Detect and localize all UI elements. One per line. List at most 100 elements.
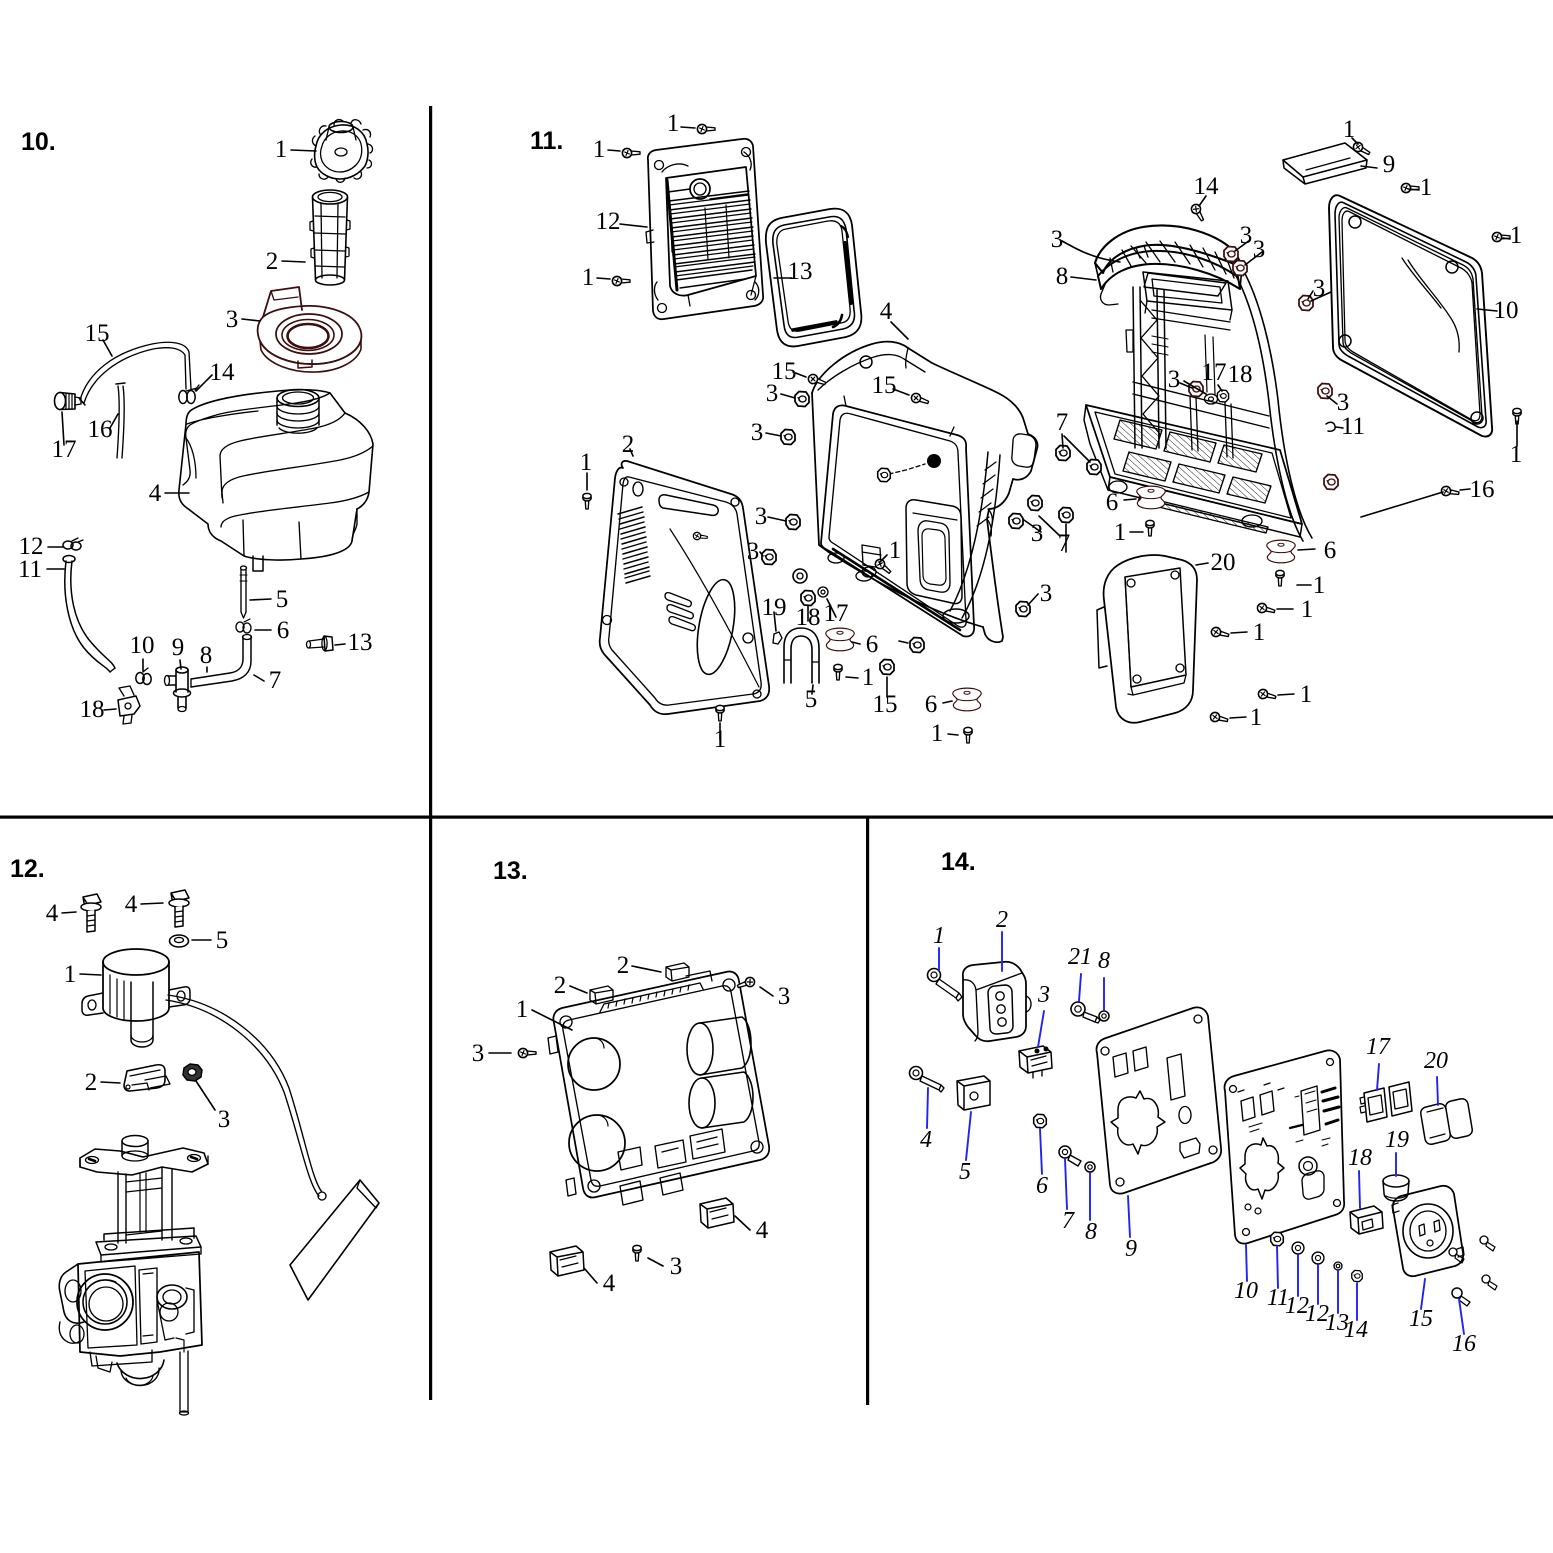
svg-text:1: 1 bbox=[1300, 681, 1313, 708]
svg-text:12: 12 bbox=[1305, 1301, 1329, 1327]
svg-text:5: 5 bbox=[959, 1159, 971, 1185]
svg-text:6: 6 bbox=[1036, 1173, 1048, 1199]
svg-text:13: 13 bbox=[1325, 1310, 1349, 1336]
svg-text:1: 1 bbox=[889, 537, 902, 564]
svg-text:1: 1 bbox=[933, 923, 945, 949]
svg-text:4: 4 bbox=[756, 1217, 769, 1244]
svg-text:3: 3 bbox=[218, 1106, 231, 1133]
svg-text:12.: 12. bbox=[10, 855, 45, 883]
svg-text:10: 10 bbox=[1494, 297, 1519, 324]
svg-text:15: 15 bbox=[772, 358, 797, 385]
svg-text:20: 20 bbox=[1424, 1048, 1448, 1074]
svg-text:14: 14 bbox=[1344, 1317, 1368, 1343]
svg-text:2: 2 bbox=[554, 972, 567, 999]
svg-text:4: 4 bbox=[125, 891, 138, 918]
svg-text:10: 10 bbox=[130, 632, 155, 659]
svg-text:5: 5 bbox=[276, 586, 289, 613]
svg-text:8: 8 bbox=[1098, 948, 1110, 974]
svg-text:11: 11 bbox=[1267, 1285, 1289, 1311]
svg-text:20: 20 bbox=[1211, 549, 1236, 576]
svg-text:1: 1 bbox=[582, 264, 595, 291]
svg-text:18: 18 bbox=[796, 604, 821, 631]
svg-text:9: 9 bbox=[1383, 151, 1396, 178]
svg-text:1: 1 bbox=[667, 110, 680, 137]
svg-text:1: 1 bbox=[1343, 116, 1356, 143]
svg-text:1: 1 bbox=[1510, 441, 1523, 468]
svg-text:3: 3 bbox=[747, 538, 760, 565]
svg-text:16: 16 bbox=[1470, 476, 1495, 503]
svg-text:11: 11 bbox=[18, 556, 42, 583]
svg-text:3: 3 bbox=[1168, 366, 1181, 393]
svg-text:17: 17 bbox=[824, 600, 849, 627]
svg-text:3: 3 bbox=[755, 503, 768, 530]
svg-text:4: 4 bbox=[920, 1127, 932, 1153]
svg-text:6: 6 bbox=[925, 691, 938, 718]
svg-text:18: 18 bbox=[1348, 1145, 1372, 1171]
svg-text:13.: 13. bbox=[493, 857, 528, 885]
svg-text:15: 15 bbox=[872, 372, 897, 399]
svg-text:2: 2 bbox=[266, 248, 279, 275]
svg-text:3: 3 bbox=[1031, 520, 1044, 547]
svg-text:15: 15 bbox=[873, 691, 898, 718]
svg-text:14: 14 bbox=[1194, 173, 1220, 200]
svg-text:3: 3 bbox=[1337, 389, 1350, 416]
svg-text:21: 21 bbox=[1068, 944, 1092, 970]
svg-text:5: 5 bbox=[216, 927, 229, 954]
svg-text:5: 5 bbox=[805, 686, 818, 713]
svg-text:1: 1 bbox=[1253, 619, 1266, 646]
svg-text:10: 10 bbox=[1234, 1278, 1258, 1304]
svg-text:12: 12 bbox=[19, 533, 44, 560]
svg-text:8: 8 bbox=[1085, 1219, 1097, 1245]
svg-text:6: 6 bbox=[277, 617, 290, 644]
svg-text:9: 9 bbox=[1125, 1236, 1137, 1262]
svg-text:14.: 14. bbox=[941, 848, 976, 876]
svg-text:4: 4 bbox=[46, 900, 59, 927]
svg-text:11: 11 bbox=[1341, 413, 1365, 440]
svg-text:3: 3 bbox=[1240, 222, 1253, 249]
svg-text:3: 3 bbox=[1253, 236, 1266, 263]
svg-text:1: 1 bbox=[862, 664, 875, 691]
svg-text:3: 3 bbox=[1313, 275, 1326, 302]
svg-text:17: 17 bbox=[1366, 1034, 1391, 1060]
svg-text:8: 8 bbox=[1056, 263, 1069, 290]
svg-text:1: 1 bbox=[714, 726, 727, 753]
svg-text:4: 4 bbox=[149, 480, 162, 507]
svg-text:4: 4 bbox=[880, 298, 893, 325]
svg-text:3: 3 bbox=[472, 1040, 485, 1067]
svg-text:12: 12 bbox=[596, 208, 621, 235]
svg-text:18: 18 bbox=[80, 696, 105, 723]
svg-text:3: 3 bbox=[670, 1253, 683, 1280]
svg-text:13: 13 bbox=[788, 258, 813, 285]
svg-text:16: 16 bbox=[88, 416, 113, 443]
svg-text:1: 1 bbox=[1250, 704, 1263, 731]
svg-text:3: 3 bbox=[226, 306, 239, 333]
svg-text:3: 3 bbox=[1040, 580, 1053, 607]
svg-text:11.: 11. bbox=[530, 127, 563, 155]
svg-text:2: 2 bbox=[617, 952, 630, 979]
svg-text:15: 15 bbox=[85, 320, 110, 347]
svg-text:3: 3 bbox=[1051, 226, 1064, 253]
svg-text:14: 14 bbox=[210, 359, 236, 386]
svg-text:1: 1 bbox=[593, 136, 606, 163]
svg-text:18: 18 bbox=[1228, 361, 1253, 388]
svg-text:2: 2 bbox=[85, 1069, 98, 1096]
svg-text:9: 9 bbox=[172, 634, 185, 661]
svg-text:1: 1 bbox=[64, 961, 77, 988]
svg-text:3: 3 bbox=[766, 380, 779, 407]
svg-text:16: 16 bbox=[1452, 1331, 1476, 1357]
svg-text:10.: 10. bbox=[21, 128, 56, 156]
svg-text:12: 12 bbox=[1285, 1293, 1309, 1319]
svg-text:17: 17 bbox=[1202, 359, 1227, 386]
svg-text:13: 13 bbox=[348, 629, 373, 656]
svg-text:7: 7 bbox=[1058, 530, 1071, 557]
svg-text:3: 3 bbox=[778, 983, 791, 1010]
svg-text:1: 1 bbox=[1114, 519, 1127, 546]
svg-text:19: 19 bbox=[762, 594, 787, 621]
svg-text:1: 1 bbox=[931, 720, 944, 747]
svg-text:4: 4 bbox=[603, 1270, 616, 1297]
svg-text:6: 6 bbox=[1324, 537, 1337, 564]
svg-text:17: 17 bbox=[52, 436, 77, 463]
svg-text:1: 1 bbox=[275, 136, 288, 163]
svg-text:8: 8 bbox=[200, 642, 213, 669]
svg-text:7: 7 bbox=[1062, 1208, 1075, 1234]
